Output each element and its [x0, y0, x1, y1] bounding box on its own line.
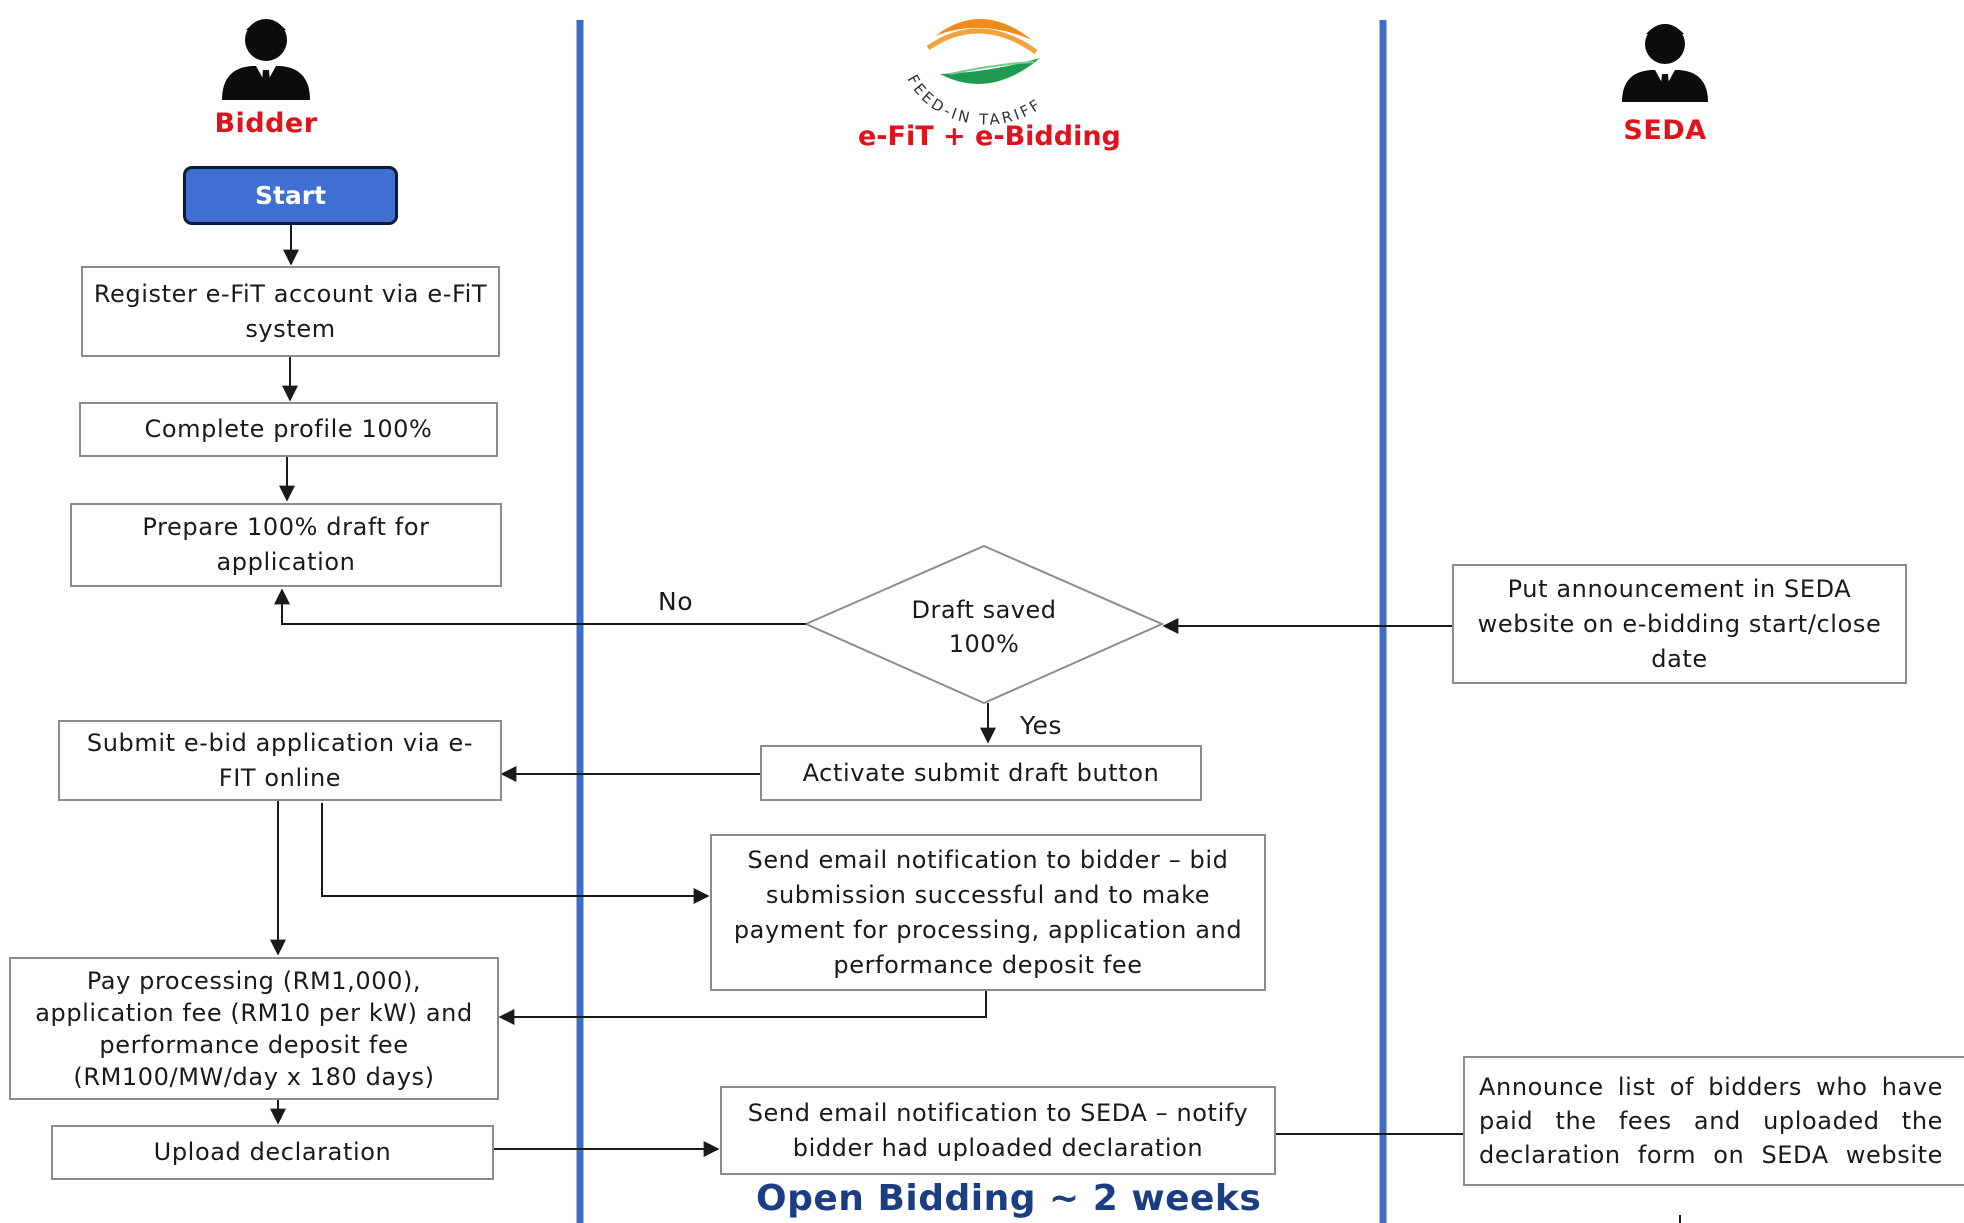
- draft-saved-decision-label: Draft saved 100%: [911, 596, 1057, 658]
- prepare-draft-box: Prepare 100% draft for application: [70, 503, 502, 587]
- submit-ebid-box: Submit e-bid application via e-FIT onlin…: [58, 720, 502, 801]
- activate-submit-box: Activate submit draft button: [760, 745, 1202, 801]
- arrow-email-pay: [498, 991, 987, 1025]
- bidder-lane-label: Bidder: [214, 108, 318, 139]
- arrow-no-prepare: [274, 588, 806, 625]
- bidder-person-icon: [222, 19, 310, 100]
- start-node[interactable]: Start: [183, 166, 398, 225]
- pay-fees-box: Pay processing (RM1,000), application fe…: [9, 957, 499, 1100]
- upload-declaration-box: Upload declaration: [51, 1125, 494, 1180]
- put-announcement-box: Put announcement in SEDA website on e-bi…: [1452, 564, 1907, 684]
- no-edge-label: No: [658, 587, 693, 616]
- decision-diamond: [803, 544, 1165, 705]
- send-email-seda-box: Send email notification to SEDA – notify…: [720, 1086, 1276, 1175]
- arrow-submit-email: [321, 803, 710, 904]
- send-email-bidder-box: Send email notification to bidder – bid …: [710, 834, 1266, 991]
- seda-person-icon: [1622, 24, 1708, 102]
- open-bidding-duration-label: Open Bidding ~ 2 weeks: [756, 1178, 1262, 1219]
- complete-profile-box: Complete profile 100%: [79, 402, 498, 457]
- feed-in-tariff-logo: FEED-IN TARIFF: [903, 18, 1043, 129]
- announce-list-box: Announce list of bidders who have paid t…: [1463, 1056, 1964, 1186]
- register-account-box: Register e-FiT account via e-FiT system: [81, 266, 500, 357]
- efit-lane-title: e-FiT + e-Bidding: [858, 121, 1121, 152]
- yes-edge-label: Yes: [1020, 711, 1062, 740]
- seda-lane-label: SEDA: [1623, 115, 1707, 146]
